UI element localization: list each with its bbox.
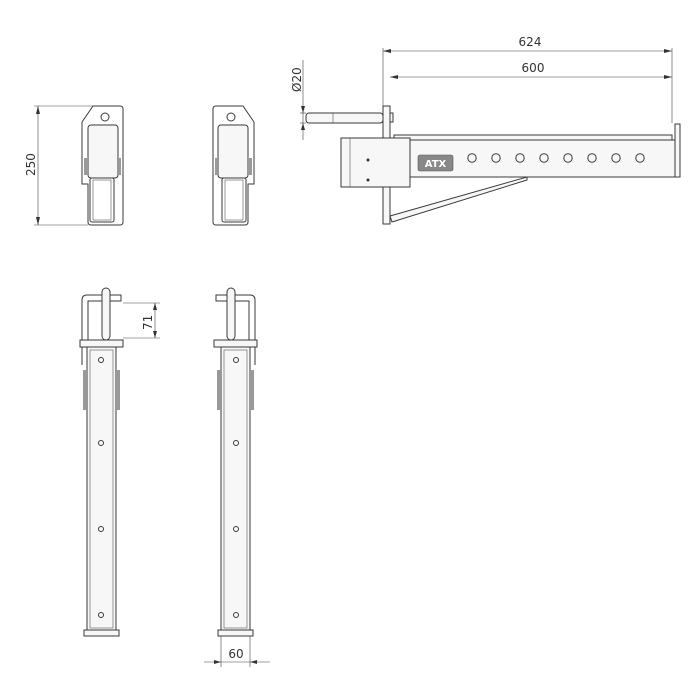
dim-71-group: 71 [123, 302, 160, 339]
end-stop [674, 123, 681, 178]
pin [305, 112, 384, 124]
dim-624: 624 [519, 35, 542, 49]
front-view-right [212, 105, 255, 226]
sleeve [340, 137, 411, 188]
adjustment-hole [467, 153, 477, 163]
side-view: ATX 624 600 Ø20 [290, 35, 681, 225]
dim-250: 250 [24, 153, 38, 176]
adjustment-hole [563, 153, 573, 163]
adjustment-hole [611, 153, 621, 163]
dim-60-group: 60 [204, 636, 270, 667]
top-lip [393, 134, 673, 141]
adjustment-hole [491, 153, 501, 163]
gusset [389, 176, 528, 223]
arm-tube [409, 139, 676, 178]
dim-600: 600 [522, 61, 545, 75]
dim-60: 60 [228, 647, 243, 661]
adjustment-hole [635, 153, 645, 163]
rear-view-left [79, 287, 124, 637]
dim-250-group: 250 [24, 105, 93, 226]
adjustment-hole [515, 153, 525, 163]
adjustment-hole [587, 153, 597, 163]
adjustment-hole [539, 153, 549, 163]
dim-71: 71 [141, 315, 155, 330]
dim-diameter-20: Ø20 [290, 67, 304, 92]
svg-text:ATX: ATX [425, 159, 447, 170]
rear-view-right [213, 287, 258, 637]
front-view-left [81, 105, 124, 226]
atx-logo: ATX [417, 154, 454, 172]
holes [467, 153, 645, 163]
